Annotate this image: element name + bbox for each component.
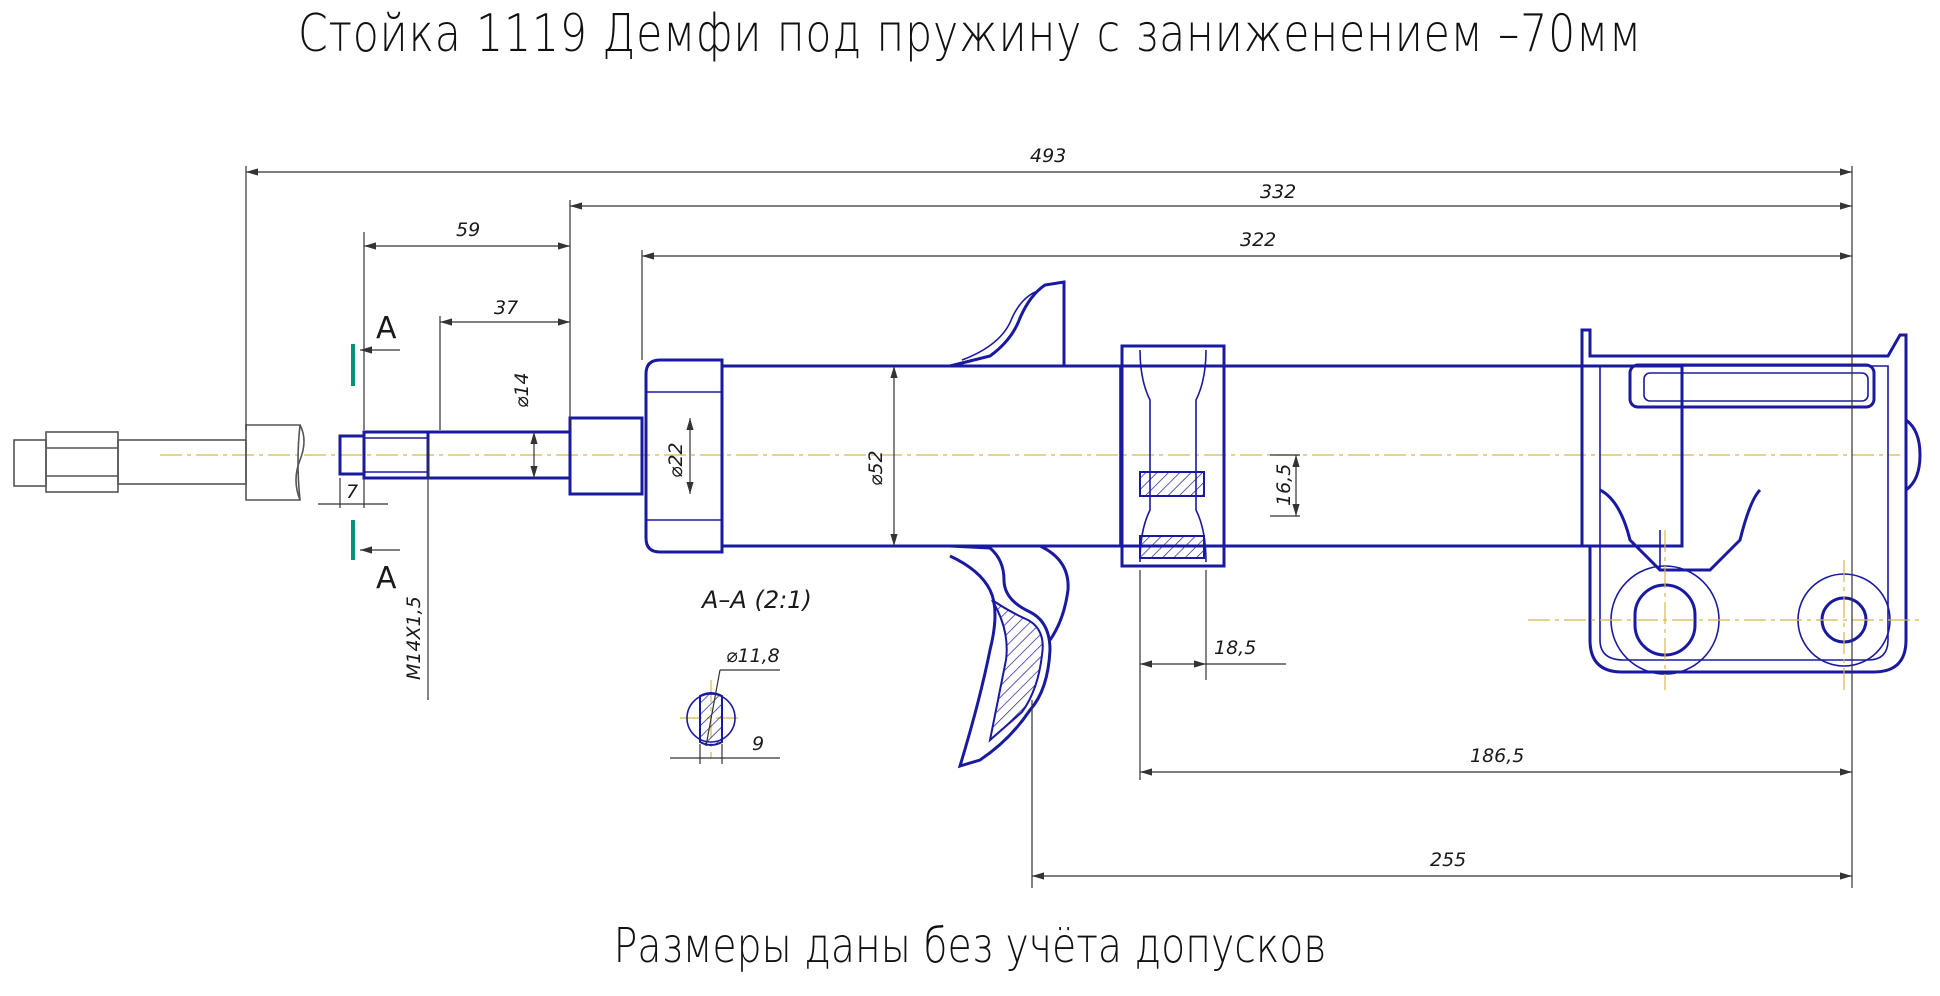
section-mark-top: A xyxy=(376,311,397,346)
dimension-lines: 493 332 322 59 37 ⌀14 ⌀22 ⌀52 16,5 M14X1… xyxy=(245,145,1853,888)
piston-rod-extension xyxy=(13,424,305,501)
page-title: Стойка 1119 Демфи под пружину с занижене… xyxy=(297,4,1643,64)
section-view-a-a: А–А (2:1) ⌀11,8 9 xyxy=(670,586,812,764)
rod-thread xyxy=(338,416,644,496)
section-cut-marks: A A xyxy=(351,311,400,596)
bump-ring xyxy=(1120,344,1226,568)
dim-493: 493 xyxy=(1030,145,1066,167)
dim-diameter-52: ⌀52 xyxy=(865,450,887,486)
dim-59: 59 xyxy=(456,219,480,241)
dim-thread: M14X1,5 xyxy=(403,596,425,680)
dim-37: 37 xyxy=(494,297,518,319)
section-mark-bottom: A xyxy=(376,561,397,596)
dim-322: 322 xyxy=(1240,229,1276,251)
dim-section-flat: 9 xyxy=(752,733,764,755)
dim-255: 255 xyxy=(1430,849,1466,871)
dim-16-5: 16,5 xyxy=(1273,464,1295,506)
spring-cup xyxy=(949,280,1070,769)
knuckle-bracket xyxy=(1528,328,1922,690)
dim-332: 332 xyxy=(1260,181,1296,203)
dim-section-diameter: ⌀11,8 xyxy=(726,645,780,667)
dim-diameter-22: ⌀22 xyxy=(665,442,687,478)
dim-186-5: 186,5 xyxy=(1470,745,1524,767)
dim-7: 7 xyxy=(346,481,358,503)
section-view-label: А–А (2:1) xyxy=(700,586,812,614)
footer-note: Размеры даны без учёта допусков xyxy=(613,918,1327,974)
strut-tube xyxy=(644,358,1684,554)
dim-diameter-14: ⌀14 xyxy=(511,372,533,408)
dim-18-5: 18,5 xyxy=(1214,637,1256,659)
